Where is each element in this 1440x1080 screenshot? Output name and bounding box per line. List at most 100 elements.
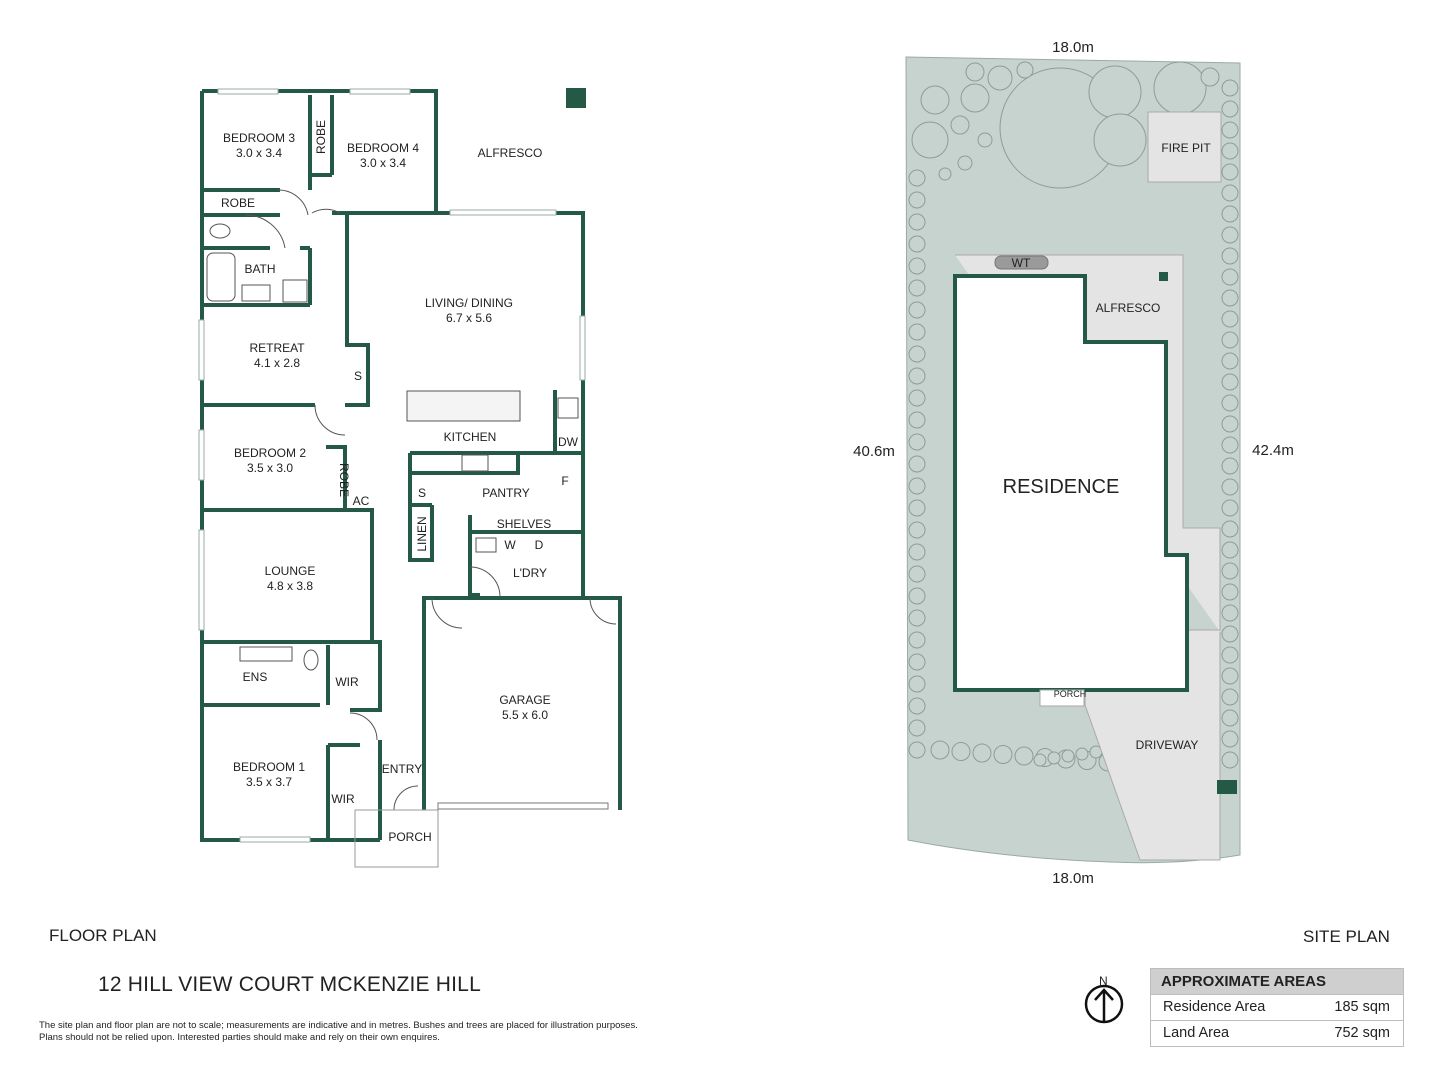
hedge-shrub — [1014, 746, 1034, 766]
ens-toilet — [303, 649, 319, 671]
room-name: F — [561, 474, 568, 488]
hedge-shrub — [1221, 247, 1239, 265]
hedge-shrub — [908, 697, 926, 715]
property-address: 12 HILL VIEW COURT MCKENZIE HILL — [98, 973, 481, 996]
hedge-shrub — [1221, 352, 1239, 370]
areas-table: APPROXIMATE AREAS Residence Area 185 sqm… — [1150, 968, 1404, 1047]
column — [566, 88, 586, 108]
window — [349, 88, 411, 95]
room-name: BEDROOM 2 — [234, 446, 306, 460]
tree — [965, 62, 985, 82]
disclaimer-line: Plans should not be relied upon. Interes… — [39, 1031, 440, 1043]
hedge-shrub — [1221, 184, 1239, 202]
area-label: Residence Area — [1163, 999, 1266, 1015]
wall — [468, 515, 583, 598]
hedge-shrub — [908, 235, 926, 253]
door-swing — [314, 404, 346, 436]
wall — [422, 596, 583, 810]
residence-label: RESIDENCE — [1003, 476, 1120, 498]
hedge-shrub — [1221, 163, 1239, 181]
room-size: 3.0 x 3.4 — [360, 156, 406, 170]
room-size: 6.7 x 5.6 — [446, 311, 492, 325]
fire-pit-label: FIRE PIT — [1161, 141, 1211, 155]
room-name: ROBE — [221, 196, 255, 210]
room-size: 3.5 x 3.0 — [247, 461, 293, 475]
hedge-shrub — [908, 455, 926, 473]
tree — [938, 167, 952, 181]
hedge-shrub — [1221, 751, 1239, 769]
hedge-shrub — [908, 631, 926, 649]
hedge-shrub — [930, 740, 950, 760]
room-name: BEDROOM 1 — [233, 760, 305, 774]
tree — [1200, 67, 1220, 87]
hedge-shrub — [1221, 142, 1239, 160]
north-arrow-icon: N — [1084, 974, 1124, 1024]
hedge-shrub — [1221, 415, 1239, 433]
door-swing — [349, 712, 378, 741]
hedge-shrub — [908, 191, 926, 209]
disclaimer: The site plan and floor plan are not to … — [39, 1020, 739, 1043]
hedge-shrub — [908, 653, 926, 671]
room-name: LINEN — [415, 516, 429, 551]
hedge-shrub — [1221, 541, 1239, 559]
vanity — [241, 284, 271, 302]
hedge-shrub — [1221, 520, 1239, 538]
door-swing — [431, 597, 463, 629]
shower — [282, 279, 308, 303]
tree — [987, 65, 1013, 91]
bathtub — [206, 252, 236, 302]
areas-row: Residence Area 185 sqm — [1151, 994, 1403, 1020]
wall — [581, 453, 622, 810]
tree — [1088, 65, 1142, 119]
dim-left: 40.6m — [853, 443, 895, 460]
sliding-door — [449, 209, 557, 216]
window — [217, 88, 279, 95]
room-name: ROBE — [337, 463, 351, 497]
hedge-shrub — [1221, 100, 1239, 118]
driveway-label: DRIVEWAY — [1136, 738, 1199, 752]
hedge-shrub — [908, 543, 926, 561]
hedge-shrub — [908, 257, 926, 275]
hedge-shrub — [908, 587, 926, 605]
hedge-shrub — [972, 743, 992, 763]
room-name: LOUNGE — [265, 564, 316, 578]
hedge-shrub — [1221, 121, 1239, 139]
wall — [202, 246, 312, 307]
hedge-shrub — [1221, 436, 1239, 454]
site-plan-labels: 18.0m 18.0m 40.6m 42.4m FIRE PIT WT ALFR… — [853, 39, 1294, 887]
hedge-shrub — [1221, 310, 1239, 328]
tree — [1016, 61, 1034, 79]
room-name: RETREAT — [249, 341, 305, 355]
hedge-shrub — [1221, 667, 1239, 685]
floor-plan-caption: FLOOR PLAN — [49, 926, 157, 945]
island-bench — [406, 390, 521, 422]
wall — [343, 447, 374, 642]
window — [239, 836, 311, 843]
room-name: SHELVES — [497, 517, 551, 531]
hedge-shrub — [908, 741, 926, 759]
dim-bottom: 18.0m — [1052, 870, 1094, 887]
fixtures — [206, 189, 617, 868]
hedge-shrub — [908, 565, 926, 583]
hedge-shrub — [1061, 749, 1075, 763]
hedge-shrub — [908, 301, 926, 319]
hedge-shrub — [908, 345, 926, 363]
site-porch — [1039, 689, 1085, 707]
ens-vanity — [239, 646, 293, 662]
tree-group — [911, 61, 1220, 189]
room-size: 4.1 x 2.8 — [254, 356, 300, 370]
area-label: Land Area — [1163, 1025, 1230, 1041]
room-name: WIR — [331, 792, 355, 806]
letterbox — [1217, 780, 1237, 794]
hedge-group — [908, 79, 1239, 772]
hedge-shrub — [1221, 205, 1239, 223]
hedge-shrub — [1221, 457, 1239, 475]
hedge-shrub — [908, 609, 926, 627]
tree — [977, 132, 993, 148]
hedge-shrub — [908, 675, 926, 693]
room-size: 3.0 x 3.4 — [236, 146, 282, 160]
hedge-shrub — [908, 279, 926, 297]
alfresco-label: ALFRESCO — [1096, 301, 1161, 315]
hedge-shrub — [951, 742, 971, 761]
